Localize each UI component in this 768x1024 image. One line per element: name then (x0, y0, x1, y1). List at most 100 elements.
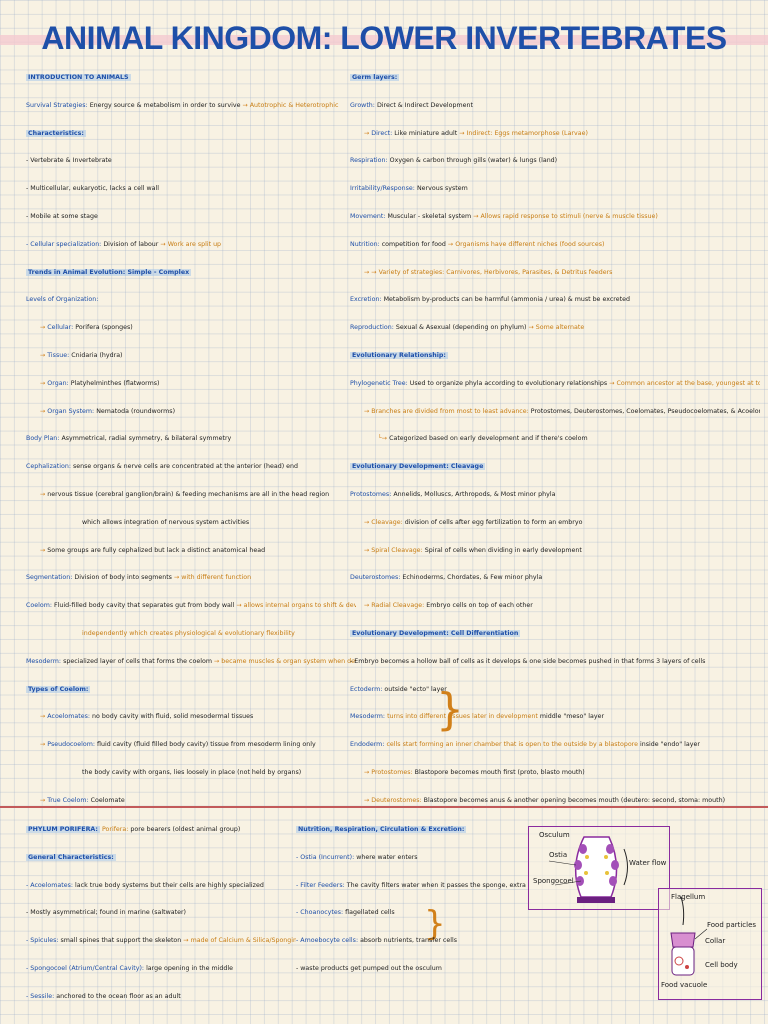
arrow-icon: → (40, 713, 48, 721)
note-text: specialized layer of cells that forms th… (63, 657, 212, 665)
section-heading: Germ layers: (350, 74, 400, 81)
note-line: - Cellular specialization: Division of l… (26, 231, 356, 259)
note-line: Evolutionary Relationship: (350, 342, 760, 370)
note-text: Cleavage: (371, 518, 403, 526)
note-line: → Organ: Platyhelminthes (flatworms) (26, 370, 356, 398)
note-line: → Cleavage: division of cells after egg … (350, 509, 760, 537)
note-text: inside "endo" layer (640, 741, 700, 749)
term-label: Respiration: (350, 157, 388, 165)
section-heading: Nutrition, Respiration, Circulation & Ex… (296, 826, 467, 833)
note-text: - Multicellular, eukaryotic, lacks a cel… (26, 185, 160, 193)
note-line: - Spongocoel (Atrium/Central Cavity): la… (26, 955, 296, 983)
note-text: lack true body systems but their cells a… (75, 881, 264, 889)
term-label: - Ostia (Incurrent): (296, 853, 355, 861)
note-text: the body cavity with organs, lies loosel… (82, 768, 302, 776)
note-line: - waste products get pumped out the oscu… (296, 955, 526, 983)
term-label: Movement: (350, 212, 386, 220)
note-line: → True Coelom: Coelomate (26, 787, 356, 815)
arrow-note: with different function (181, 574, 252, 582)
note-text: cells start forming an inner chamber tha… (386, 741, 638, 749)
note-line: → Some groups are fully cephalized but l… (26, 537, 356, 565)
section-divider (0, 806, 768, 808)
term-label: Cephalization: (26, 463, 71, 471)
arrow-icon: → (364, 129, 372, 137)
note-line: - Mostly asymmetrical; found in marine (… (26, 899, 296, 927)
note-text: Like miniature adult (394, 129, 458, 137)
term-label: Mesoderm: (350, 713, 386, 721)
porifera-column: PHYLUM PORIFERA: Porifera: pore bearers … (26, 816, 296, 1011)
note-line: Mesoderm: specialized layer of cells tha… (26, 648, 356, 676)
term-label: Organ: (47, 379, 69, 387)
note-text: Protostomes: (371, 768, 413, 776)
section-heading: Types of Coelom: (26, 685, 91, 693)
arrow-icon: → (447, 240, 456, 248)
note-line: Growth: Direct & Indirect Development (350, 92, 760, 120)
section-heading: Evolutionary Development: Cleavage (350, 463, 486, 471)
note-line: → Spiral Cleavage: Spiral of cells when … (350, 537, 760, 565)
note-line: Evolutionary Development: Cell Different… (350, 620, 760, 648)
arrow-note: Organisms have different niches (food so… (455, 240, 605, 248)
arrow-icon: → (528, 324, 536, 332)
term-label: Acoelomates: (47, 713, 91, 721)
note-text: Protostomes, Deuterostomes, Coelomates, … (530, 407, 760, 415)
arrow-icon: → (371, 268, 379, 276)
choanocyte-diagram: Flagellum Food particles Collar Cell bod… (658, 888, 762, 1000)
note-line: Levels of Organization: (26, 286, 356, 314)
term-label: - Spicules: (26, 937, 59, 945)
term-label: Phylogenetic Tree: (350, 379, 408, 387)
term-label: Mesoderm: (26, 657, 62, 665)
term-label: Excretion: (350, 296, 382, 304)
note-line: → nervous tissue (cerebral ganglion/brai… (26, 481, 356, 509)
note-text: Blastopore becomes anus & another openin… (423, 796, 726, 804)
label-flagellum: Flagellum (671, 893, 706, 901)
note-text: Spiral Cleavage: (371, 546, 423, 554)
note-line: Types of Coelom: (26, 676, 356, 704)
note-text: small spines that support the skeleton (60, 937, 182, 945)
label-collar: Collar (705, 937, 726, 945)
term-label: Nutrition: (350, 240, 380, 248)
note-line: → Tissue: Cnidaria (hydra) (26, 342, 356, 370)
right-column: Germ layers: Growth: Direct & Indirect D… (350, 64, 760, 815)
note-line: → Branches are divided from most to leas… (350, 398, 760, 426)
term-label: - Acoelomates: (26, 881, 73, 889)
note-line: → Direct: Like miniature adult → Indirec… (350, 120, 760, 148)
section-heading: PHYLUM PORIFERA: (26, 826, 100, 833)
note-text: Echinoderms, Chordates, & Few minor phyl… (402, 574, 543, 582)
note-text: anchored to the ocean floor as an adult (56, 992, 181, 1000)
note-line: - Embryo becomes a hollow ball of cells … (350, 648, 760, 676)
note-line: Survival Strategies: Energy source & met… (26, 92, 356, 120)
term-label: Levels of Organization: (26, 296, 99, 304)
note-line: → Acoelomates: no body cavity with fluid… (26, 703, 356, 731)
arrow-note: Common ancestor at the base, youngest at… (616, 379, 760, 387)
term-label: - Filter Feeders: (296, 881, 345, 889)
arrow-icon: → (173, 574, 182, 582)
note-text: outside "ecto" layer (384, 685, 447, 693)
section-heading: Trends in Animal Evolution: Simple - Com… (26, 268, 192, 276)
note-text: Porifera (sponges) (75, 324, 133, 332)
note-line: Trends in Animal Evolution: Simple - Com… (26, 259, 356, 287)
arrow-icon: → (364, 546, 372, 554)
term-label: - Cellular specialization: (26, 240, 102, 248)
term-label: Pseudocoelom: (47, 741, 96, 749)
note-text: Oxygen & carbon through gills (water) & … (389, 157, 558, 165)
arrow-icon: → (40, 796, 48, 804)
arrow-note: Some alternate (535, 324, 585, 332)
note-text: no body cavity with fluid, solid mesoder… (92, 713, 254, 721)
note-text: Nervous system (416, 185, 468, 193)
note-text: - Embryo becomes a hollow ball of cells … (350, 657, 706, 665)
sponge-illustration (548, 836, 628, 903)
note-line: Ectoderm: outside "ecto" layer (350, 676, 760, 704)
arrow-icon: → (459, 129, 467, 137)
label-osculum: Osculum (539, 831, 570, 839)
note-text: Nematoda (roundworms) (96, 407, 176, 415)
note-text: competition for food (381, 240, 446, 248)
nutrition-column: Nutrition, Respiration, Circulation & Ex… (296, 816, 526, 983)
term-label: Survival Strategies: (26, 101, 88, 109)
note-text: Platyhelminthes (flatworms) (70, 379, 160, 387)
note-line: → Deuterostomes: Blastopore becomes anus… (350, 787, 760, 815)
arrow-icon: → (364, 796, 372, 804)
note-line: the body cavity with organs, lies loosel… (26, 759, 356, 787)
note-text: The cavity filters water when it passes … (346, 881, 526, 889)
choanocyte-illustration (670, 896, 708, 976)
arrow-icon: → (213, 657, 222, 665)
